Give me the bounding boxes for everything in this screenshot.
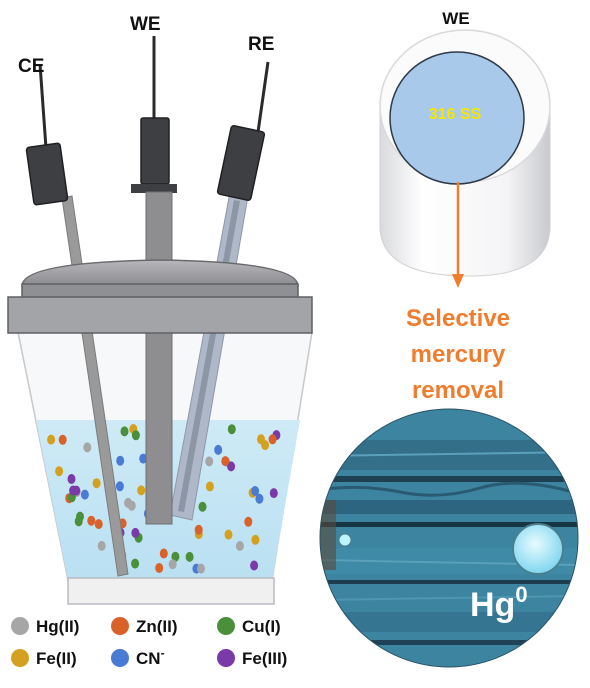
cell-base: [67, 577, 275, 605]
ion-particle: [131, 430, 140, 441]
ion-particle: [76, 511, 84, 522]
ion-particle: [198, 501, 207, 512]
cu-i-dot-icon: [217, 617, 235, 635]
electrode-detail: WE 316 SS Selective mercury removal: [379, 9, 551, 404]
ion-particle: [221, 456, 230, 467]
ion-particle: [94, 519, 103, 530]
ion-particle: [205, 481, 214, 492]
mercury-droplet: [512, 523, 564, 575]
ion-particle: [205, 456, 214, 467]
ion-particle: [115, 481, 124, 492]
legend-label-0: Hg(II): [36, 617, 79, 636]
re-label: RE: [248, 34, 274, 55]
ion-particle: [124, 497, 133, 508]
ion-particle: [87, 515, 96, 526]
mercury-label: Hg0: [470, 582, 528, 624]
ion-particle: [80, 489, 89, 500]
ion-particle: [171, 551, 180, 562]
ion-particle: [120, 426, 129, 437]
ion-particle: [214, 444, 223, 455]
ion-particle: [159, 548, 168, 559]
mercury-droplet-small: [338, 533, 352, 547]
ion-legend: Hg(II) Zn(II) Cu(I) Fe(II) CN- Fe(III): [11, 617, 287, 668]
ion-particle: [224, 529, 233, 540]
legend-label-3: Fe(II): [36, 649, 77, 668]
ion-particle: [250, 560, 259, 571]
working-electrode: [131, 36, 177, 525]
ion-particle: [185, 551, 194, 562]
steel-disk-label: 316 SS: [429, 106, 482, 123]
ion-particle: [251, 534, 260, 545]
caption-line-1: Selective: [406, 305, 510, 332]
legend-label-4: CN-: [136, 646, 165, 668]
ion-particle: [69, 485, 78, 496]
ce-label: CE: [18, 56, 44, 77]
fe-ii-dot-icon: [11, 649, 29, 667]
ion-particle: [244, 516, 253, 527]
legend-label-5: Fe(III): [242, 649, 287, 668]
ion-particle: [155, 563, 164, 573]
ion-particle: [168, 559, 177, 570]
ion-particle: [197, 563, 205, 574]
ion-particle: [55, 466, 64, 477]
fe-iii-dot-icon: [217, 649, 235, 667]
ion-particle: [139, 453, 148, 464]
legend-label-2: Cu(I): [242, 617, 281, 636]
arrow-head-icon: [452, 274, 464, 288]
ion-particle: [255, 493, 264, 504]
ion-particle: [251, 486, 260, 496]
ion-particle: [261, 440, 270, 451]
ion-particle: [268, 434, 277, 445]
ion-particle: [67, 474, 76, 484]
zn-ii-dot-icon: [111, 617, 129, 635]
ion-particle: [194, 524, 203, 535]
caption-line-2: mercury: [411, 341, 506, 368]
ion-particle: [116, 455, 125, 466]
ion-particle: [58, 434, 67, 445]
ion-particle: [92, 478, 101, 489]
cn-dot-icon: [111, 649, 129, 667]
ion-particles: [47, 424, 281, 574]
hg-ii-dot-icon: [11, 617, 29, 635]
legend-label-1: Zn(II): [136, 617, 178, 636]
electrochemical-cell: CE WE RE: [7, 14, 313, 605]
micrograph: Hg0: [319, 408, 579, 668]
ion-particle: [83, 442, 92, 453]
caption-line-3: removal: [412, 377, 504, 404]
ion-particle: [227, 424, 236, 435]
cell-lid: [7, 259, 313, 334]
ion-particle: [47, 434, 56, 445]
ion-particle: [131, 558, 140, 569]
we-label: WE: [130, 14, 161, 35]
ion-particle: [137, 485, 146, 496]
ion-particle: [227, 461, 236, 472]
ion-particle: [269, 488, 278, 499]
ion-particle: [97, 540, 106, 551]
ion-particle: [235, 541, 244, 551]
detail-title: WE: [442, 9, 469, 28]
ion-particle: [131, 527, 140, 538]
